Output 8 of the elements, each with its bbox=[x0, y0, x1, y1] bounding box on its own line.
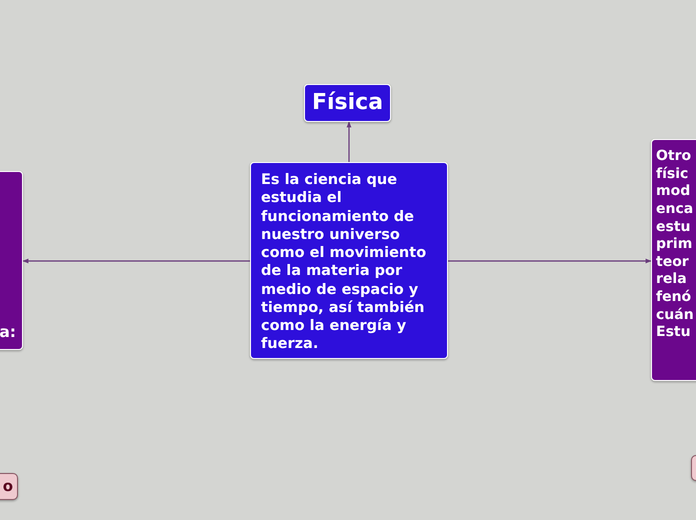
title-box: Física bbox=[304, 84, 391, 122]
arrow bbox=[448, 258, 652, 264]
branch-box: Otro físic mod enca estu prim teor rela fenó cuán Estu bbox=[651, 139, 696, 381]
topic-box: Es la ciencia que estudia el funcionamiento de nuestro universo como el movimiento de la materia por medio de espacio y tiempo, así también como la energía y fuerza. bbox=[250, 162, 448, 359]
arrow bbox=[346, 121, 352, 162]
subtopic-box: o bbox=[0, 473, 18, 500]
branch-box: a: bbox=[0, 171, 23, 350]
arrow bbox=[22, 258, 250, 264]
